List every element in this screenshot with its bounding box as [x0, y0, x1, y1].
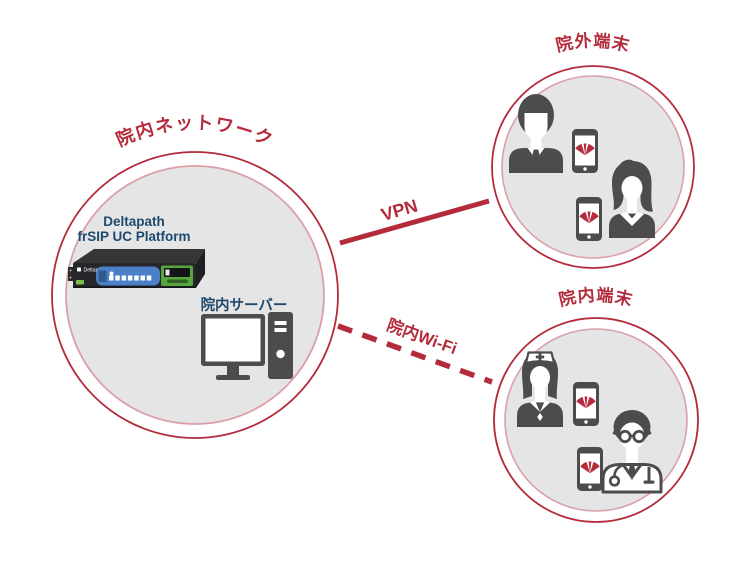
internal-circle-group: 院内端末: [493, 285, 699, 523]
external-circle-outer-ring: [491, 65, 695, 269]
platform-name-line2: frSIP UC Platform: [77, 229, 190, 244]
desktop-computer-icon: [201, 312, 293, 380]
smartphone-icon: [577, 447, 603, 491]
server-label: 院内サーバー: [201, 296, 288, 314]
nurse-icon: [517, 351, 563, 427]
doctor-icon: [601, 410, 663, 494]
external-circle-group: 院外端末: [491, 30, 695, 269]
internal-circle-inner-ring: [504, 328, 688, 512]
woman-icon: [609, 159, 655, 238]
external-circle-inner-ring: [501, 75, 685, 259]
network-circle-outer-ring: [51, 151, 339, 439]
internal-circle-label: 院内端末: [557, 285, 635, 310]
stethoscope-icon: [608, 464, 623, 487]
platform-name-line1: Deltapath: [103, 214, 165, 229]
vpn-connection: VPN: [339, 196, 490, 246]
device-logo-text: Deltapath: [84, 268, 106, 274]
network-circle-group: 院内ネットワーク Deltapath frSIP UC Platform Del…: [51, 113, 339, 439]
network-circle-inner-ring: [65, 165, 325, 425]
vpn-line: [339, 198, 490, 246]
wifi-label: 院内Wi-Fi: [384, 314, 460, 358]
internal-circle-outer-ring: [493, 317, 699, 523]
smartphone-icon: [572, 129, 598, 173]
wifi-line: [337, 323, 493, 385]
network-circle-fill: [66, 166, 324, 424]
glasses-icon: [612, 429, 652, 444]
businessman-icon: [509, 94, 563, 173]
uc-appliance-icon: Deltapath: [68, 249, 205, 288]
smartphone-icon: [576, 197, 602, 241]
network-circle-label: 院内ネットワーク: [113, 113, 277, 151]
smartphone-icon: [573, 382, 599, 426]
external-circle-label: 院外端末: [554, 30, 632, 55]
wifi-connection: 院内Wi-Fi: [337, 314, 493, 385]
